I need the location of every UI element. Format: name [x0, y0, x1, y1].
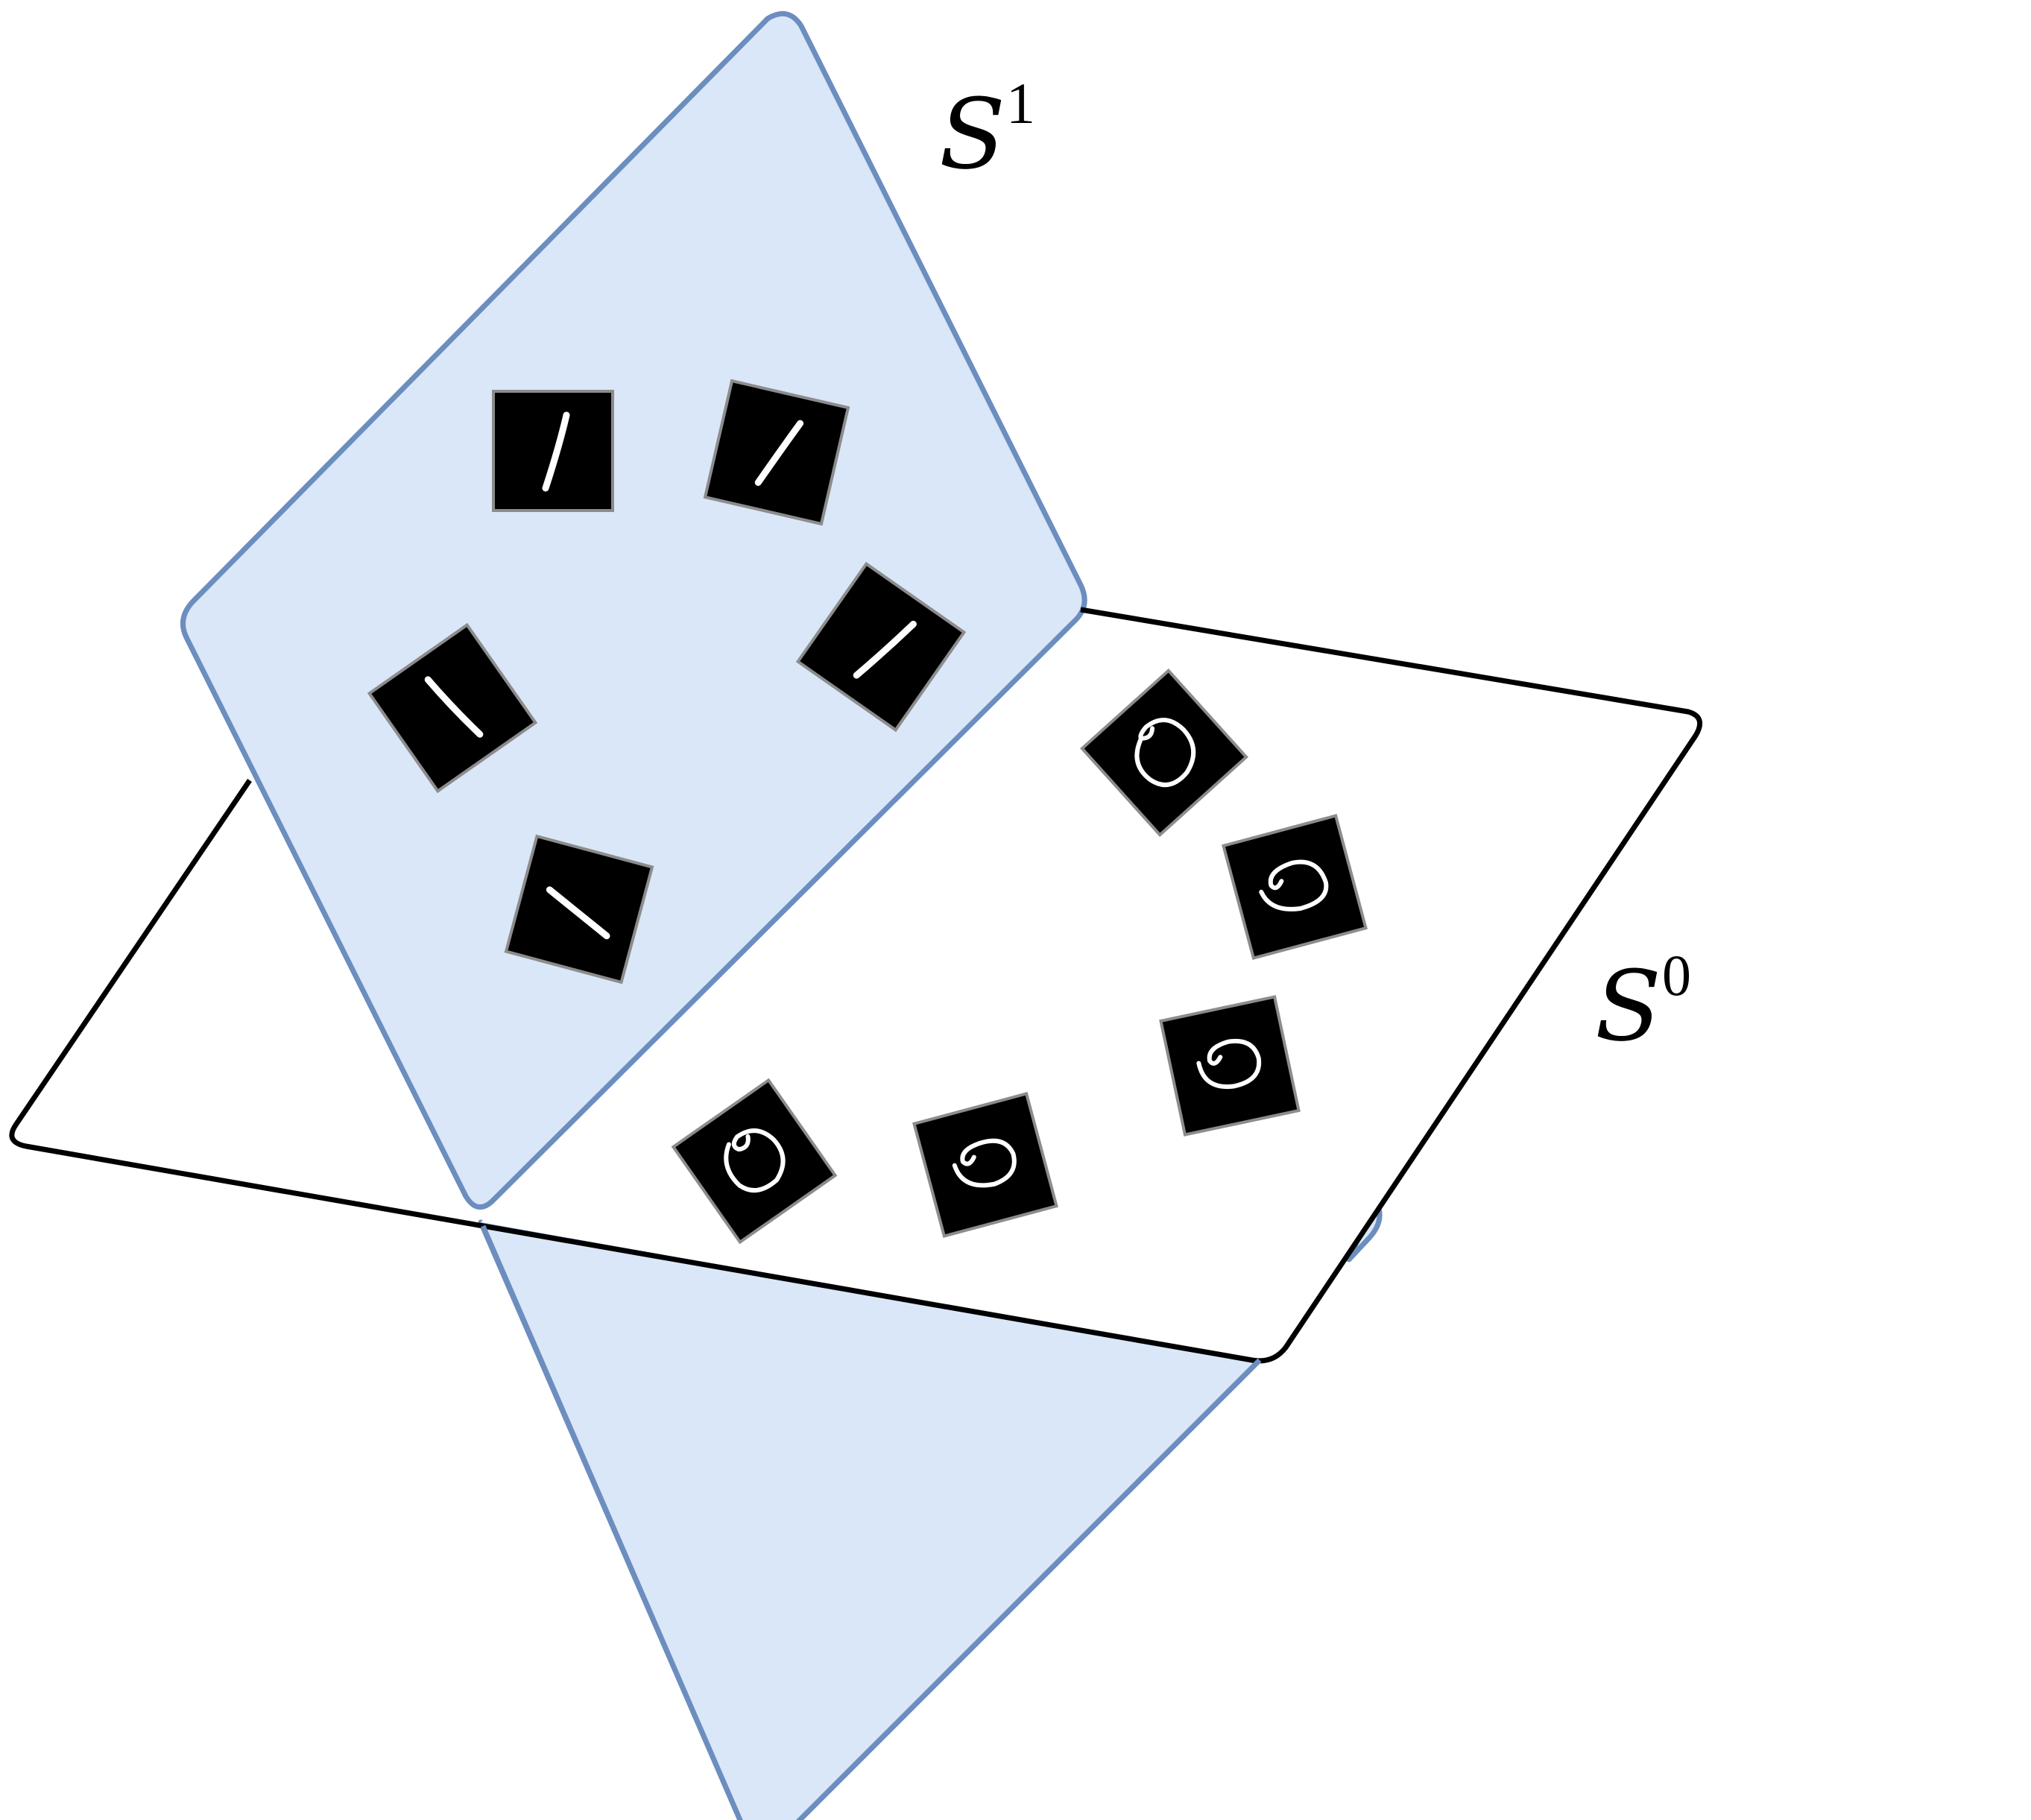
digit-tile-1d [367, 622, 538, 794]
digit-tile-0d [912, 1092, 1058, 1238]
digit-tile-1a [492, 390, 614, 512]
label-s0: S 0 [1595, 943, 1691, 1063]
digit-tile-1e [504, 834, 654, 985]
digit-tile-0b [1222, 814, 1368, 960]
digit-tile-1c [795, 561, 967, 733]
label-s1: S 1 [939, 71, 1035, 191]
label-s0-letter: S [1595, 950, 1661, 1063]
digit-tile-0a [1080, 669, 1248, 837]
label-s0-superscript: 0 [1662, 943, 1691, 1008]
digit-tile-0c [1159, 995, 1301, 1137]
digit-tile-0e [671, 1078, 838, 1245]
label-s1-letter: S [939, 78, 1005, 191]
plane-s1-upper-overlay [180, 10, 1087, 1210]
label-s1-superscript: 1 [1006, 71, 1035, 136]
plane-s0 [9, 607, 1703, 1364]
digit-tile-1b [703, 379, 850, 526]
